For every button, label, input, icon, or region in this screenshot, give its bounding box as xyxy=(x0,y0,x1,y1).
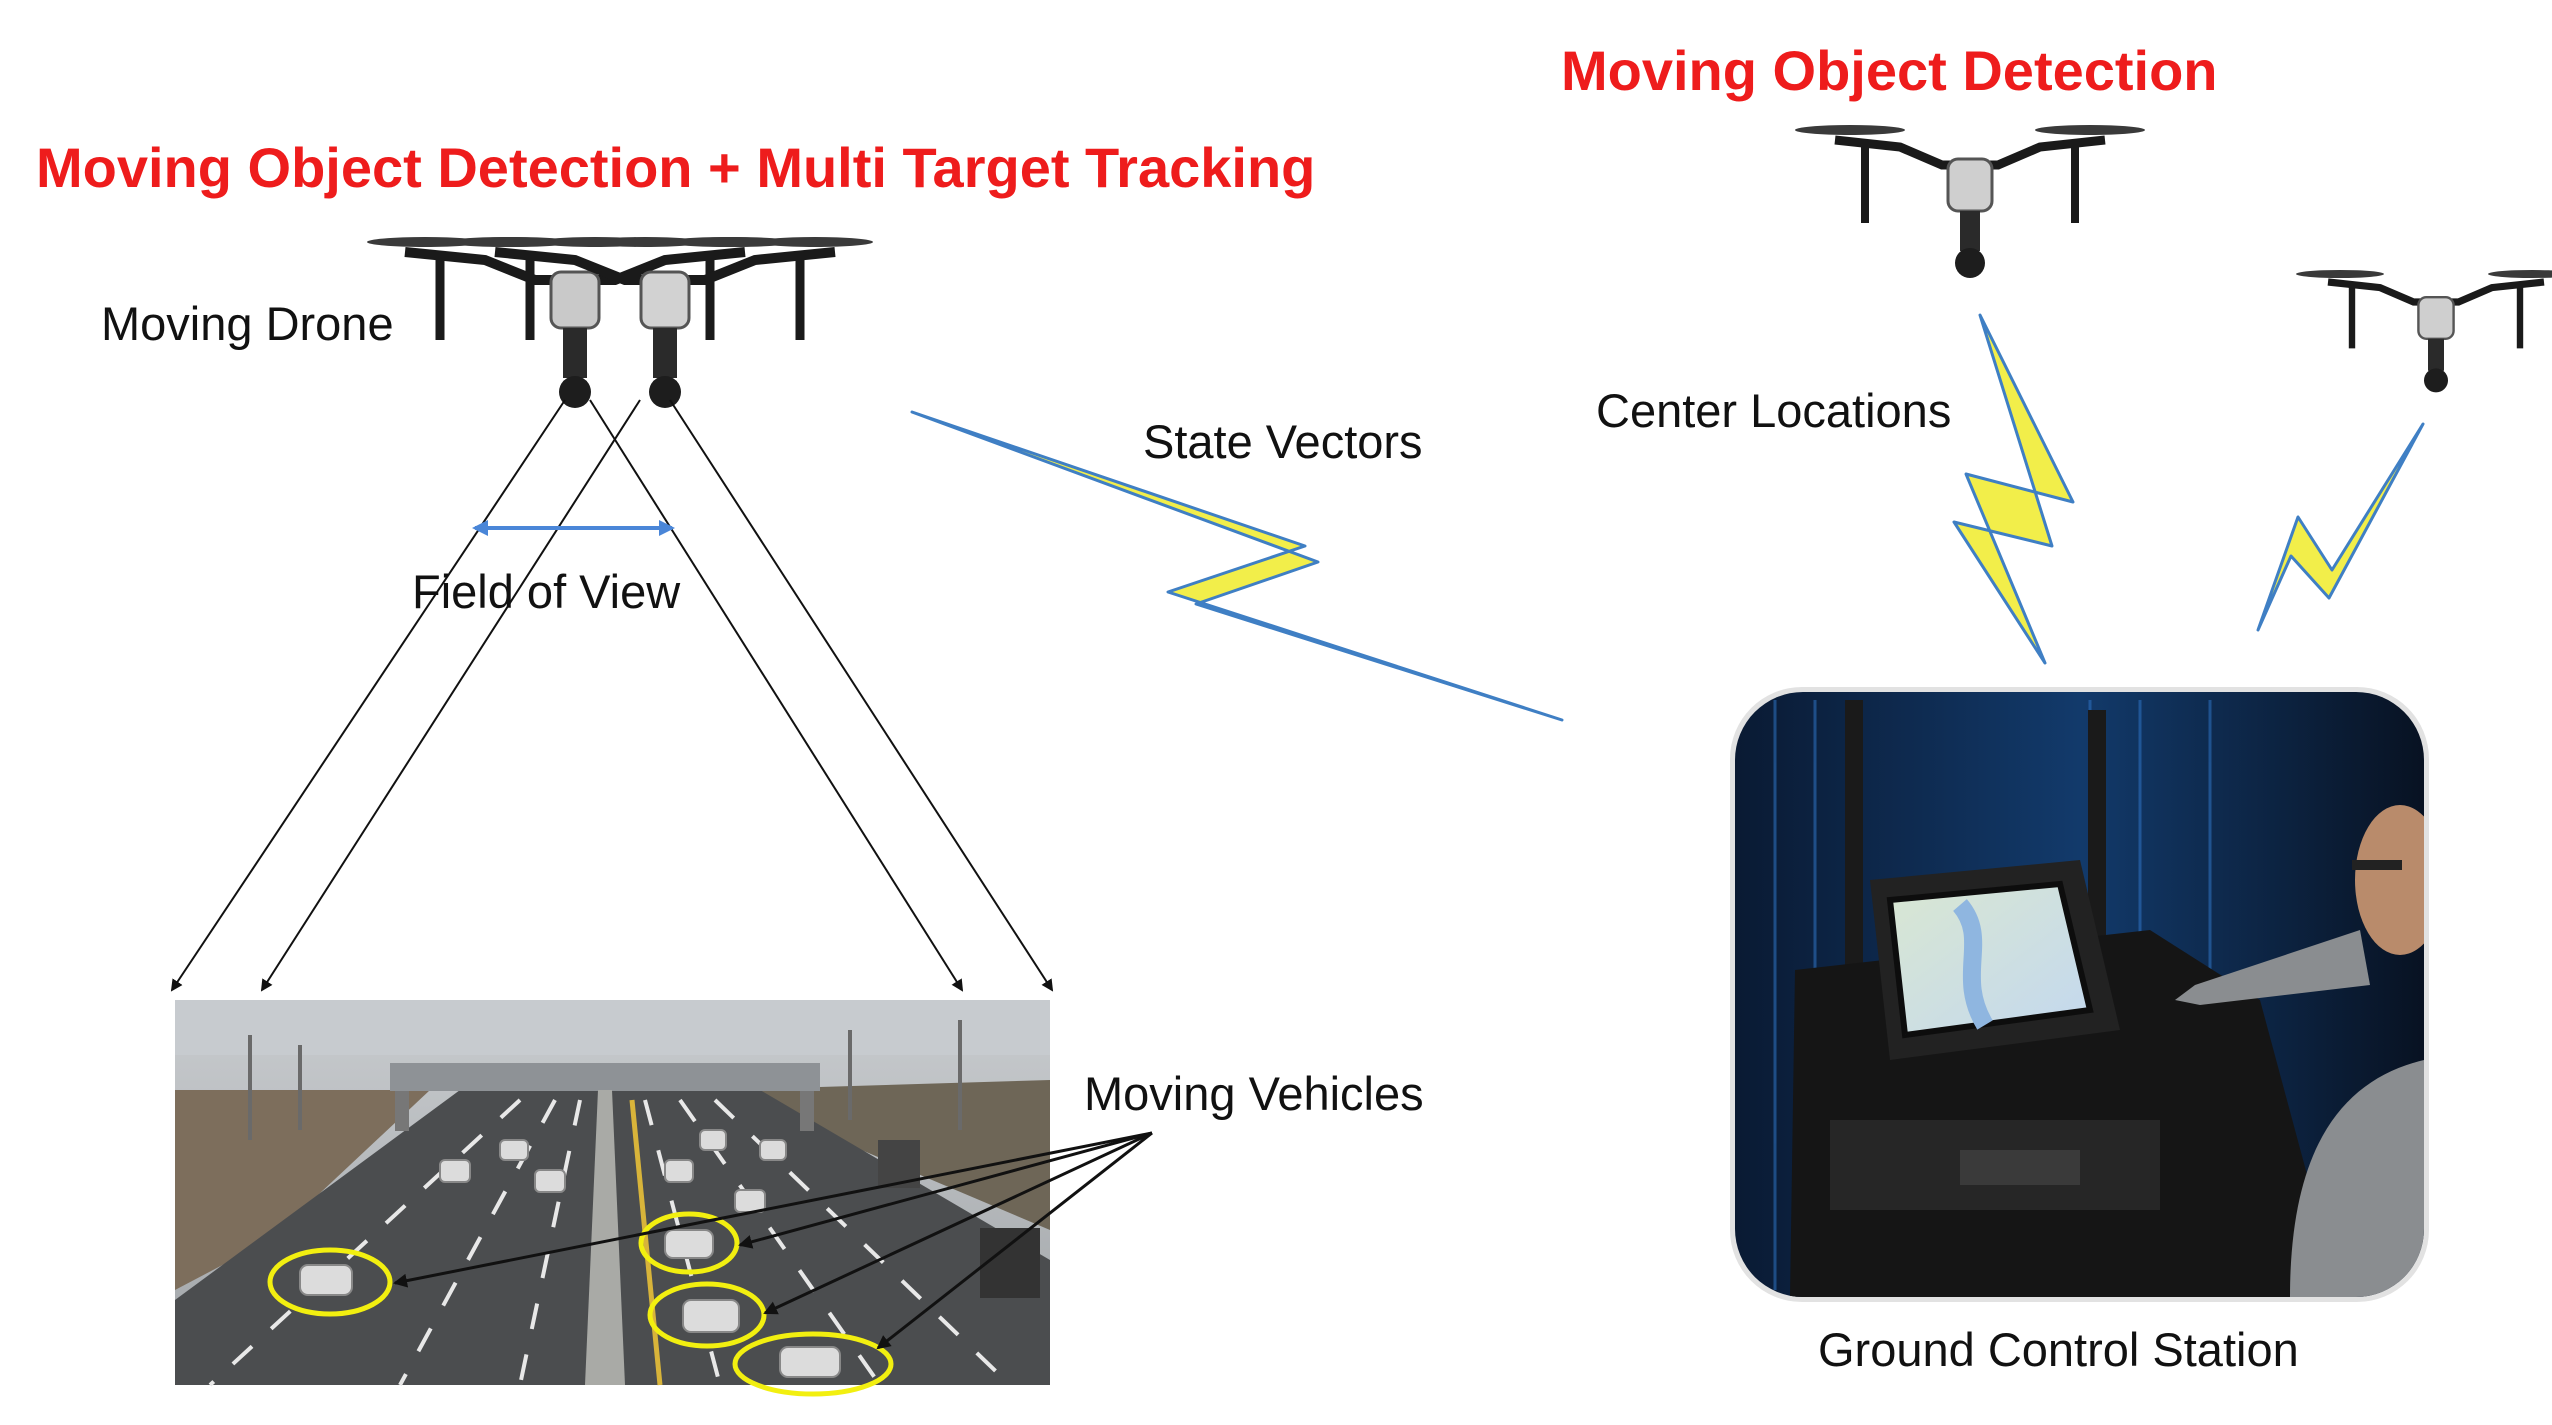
state-vectors-label: State Vectors xyxy=(1143,415,1423,468)
center-locations-label: Center Locations xyxy=(1596,384,1952,437)
moving-drone-label: Moving Drone xyxy=(101,297,394,350)
right-title: Moving Object Detection xyxy=(1561,39,2218,102)
left-title: Moving Object Detection + Multi Target T… xyxy=(36,136,1316,199)
field-of-view-lines xyxy=(170,399,1054,992)
moving-vehicles-arrows xyxy=(393,1131,1153,1350)
ground-control-station-label: Ground Control Station xyxy=(1818,1323,2299,1376)
drone-icon xyxy=(367,237,873,408)
lightning-bolt-icon xyxy=(910,313,2425,722)
field-of-view-label: Field of View xyxy=(412,565,681,618)
drone-icon xyxy=(1795,125,2552,393)
highway-photo xyxy=(175,1000,1050,1397)
vehicle-highlight-ellipses xyxy=(267,1211,894,1397)
ground-station-photo xyxy=(1730,687,2429,1302)
moving-vehicles-label: Moving Vehicles xyxy=(1084,1067,1424,1120)
